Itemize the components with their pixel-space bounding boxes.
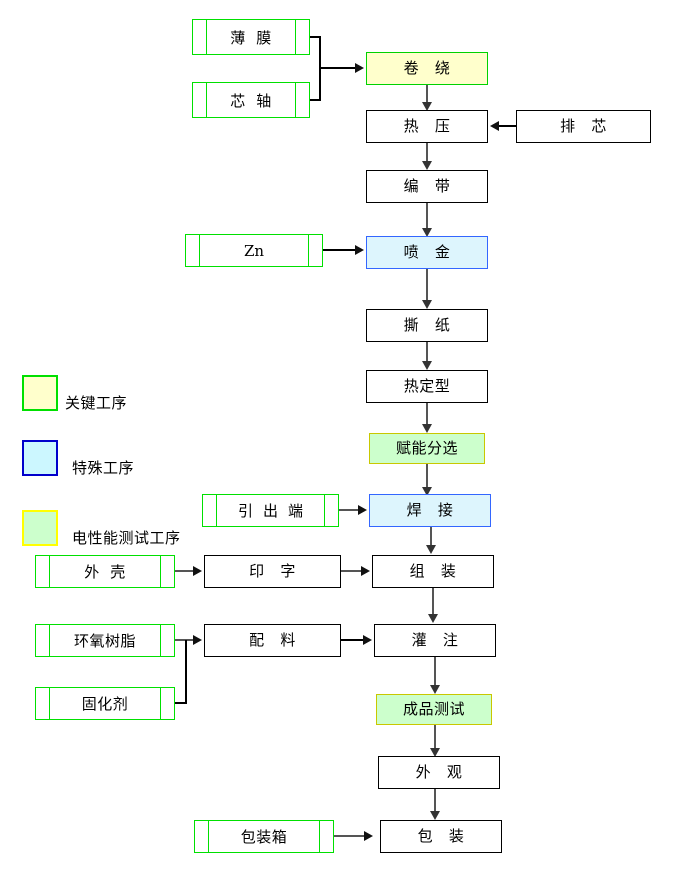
arrowhead-energizesort xyxy=(422,424,432,433)
material-box-epoxy-resin[interactable]: 环氧树脂 xyxy=(35,624,175,657)
process-box-tear-paper[interactable]: 撕 纸 xyxy=(366,309,488,342)
arrowhead-metalspray xyxy=(422,228,432,237)
connector-packingbox-to-packaging xyxy=(334,835,366,837)
process-label-energize-sort: 赋能分选 xyxy=(395,439,458,457)
arrowhead-finaltest xyxy=(430,685,440,694)
process-label-heat-setting: 热定型 xyxy=(403,377,451,395)
process-label-hot-press: 热 压 xyxy=(403,117,451,135)
material-label-hardener: 固化剂 xyxy=(81,695,129,713)
process-box-sorting-core[interactable]: 排 芯 xyxy=(516,110,651,143)
material-box-lead-terminal[interactable]: 引出端 xyxy=(202,494,339,527)
arrowhead-batching xyxy=(193,635,202,645)
connector-mandrel-horizontal xyxy=(310,99,321,101)
process-label-printing: 印 字 xyxy=(249,562,296,580)
process-label-batching: 配 料 xyxy=(249,631,296,649)
connector-film-horizontal xyxy=(310,36,321,38)
legend-swatch-special-process xyxy=(22,440,58,476)
connector-energizesort-to-welding xyxy=(426,464,428,489)
process-label-assembly: 组 装 xyxy=(409,562,457,580)
arrowhead-assembly xyxy=(426,545,436,554)
process-box-appearance[interactable]: 外 观 xyxy=(378,756,500,789)
arrowhead-welding-left xyxy=(358,505,367,515)
process-label-metal-spray: 喷 金 xyxy=(403,243,451,261)
arrowhead-metalspray-left xyxy=(355,245,364,255)
process-label-taping: 编 带 xyxy=(403,177,451,195)
arrowhead-appearance xyxy=(430,748,440,757)
material-box-film[interactable]: 薄 膜 xyxy=(192,19,310,55)
process-box-winding[interactable]: 卷 绕 xyxy=(366,52,488,85)
material-label-shell: 外 壳 xyxy=(84,563,126,581)
process-box-energize-sort[interactable]: 赋能分选 xyxy=(369,433,485,464)
process-box-potting[interactable]: 灌 注 xyxy=(374,624,496,657)
process-label-welding: 焊 接 xyxy=(406,501,454,519)
process-label-potting: 灌 注 xyxy=(411,631,459,649)
arrowhead-printing xyxy=(193,566,202,576)
material-label-mandrel: 芯 轴 xyxy=(230,91,272,110)
material-box-zinc[interactable]: Zn xyxy=(185,234,323,267)
arrowhead-assembly-left xyxy=(361,566,370,576)
process-box-final-test[interactable]: 成品测试 xyxy=(376,694,492,725)
material-label-film: 薄 膜 xyxy=(230,28,272,47)
arrowhead-potting-left xyxy=(363,635,372,645)
process-box-taping[interactable]: 编 带 xyxy=(366,170,488,203)
material-label-lead-terminal: 引出端 xyxy=(237,502,313,520)
process-label-winding: 卷 绕 xyxy=(403,59,451,77)
process-box-packaging[interactable]: 包 装 xyxy=(380,820,502,853)
arrowhead-heatsetting xyxy=(422,361,432,370)
material-box-mandrel[interactable]: 芯 轴 xyxy=(192,82,310,118)
process-label-final-test: 成品测试 xyxy=(402,700,465,718)
legend-label-etest-process: 电性能测试工序 xyxy=(72,529,181,547)
material-label-packing-box: 包装箱 xyxy=(240,828,288,846)
arrowhead-to-winding xyxy=(355,63,364,73)
material-box-packing-box[interactable]: 包装箱 xyxy=(194,820,334,853)
legend-swatch-etest-process xyxy=(22,510,58,546)
connector-hotpress-to-taping xyxy=(426,143,428,163)
connector-hardener-vertical xyxy=(185,640,187,704)
process-label-appearance: 外 观 xyxy=(415,763,463,781)
connector-potting-to-finaltest xyxy=(434,657,436,687)
connector-tearpaper-to-heatsetting xyxy=(426,342,428,363)
process-label-sorting-core: 排 芯 xyxy=(560,117,607,135)
legend-swatch-key-process xyxy=(22,375,58,411)
process-box-heat-setting[interactable]: 热定型 xyxy=(366,370,488,403)
connector-sortingcore-to-hotpress xyxy=(499,125,517,127)
connector-leadterminal-to-welding xyxy=(339,509,362,511)
arrowhead-potting xyxy=(428,614,438,623)
connector-shell-to-printing xyxy=(175,570,196,572)
arrowhead-packaging-left xyxy=(364,831,373,841)
process-box-batching[interactable]: 配 料 xyxy=(204,624,341,657)
arrowhead-hotpress-left xyxy=(490,121,499,131)
process-label-packaging: 包 装 xyxy=(417,827,465,845)
material-label-epoxy-resin: 环氧树脂 xyxy=(73,632,136,650)
arrowhead-tearpaper xyxy=(422,300,432,309)
connector-assembly-to-potting xyxy=(432,588,434,616)
process-box-metal-spray[interactable]: 喷 金 xyxy=(366,236,488,269)
connector-hardener-horizontal xyxy=(175,702,187,704)
arrowhead-taping xyxy=(422,161,432,170)
connector-finaltest-to-appearance xyxy=(434,725,436,750)
connector-appearance-to-packaging xyxy=(434,789,436,813)
connector-heatsetting-to-energizesort xyxy=(426,403,428,427)
connector-printing-to-assembly xyxy=(341,570,364,572)
material-box-hardener[interactable]: 固化剂 xyxy=(35,687,175,720)
connector-batching-to-potting xyxy=(341,639,365,641)
arrowhead-hotpress xyxy=(422,102,432,111)
connector-winding-to-hotpress xyxy=(426,85,428,104)
process-box-printing[interactable]: 印 字 xyxy=(204,555,341,588)
process-label-tear-paper: 撕 纸 xyxy=(403,316,451,334)
connector-bracket-to-winding xyxy=(319,67,355,69)
connector-zinc-to-metalspray xyxy=(323,249,355,251)
legend-label-key-process: 关键工序 xyxy=(65,394,128,412)
process-box-assembly[interactable]: 组 装 xyxy=(372,555,494,588)
process-box-welding[interactable]: 焊 接 xyxy=(369,494,491,527)
connector-welding-to-assembly xyxy=(430,527,432,547)
connector-taping-to-metalspray xyxy=(426,203,428,230)
legend-label-special-process: 特殊工序 xyxy=(72,459,135,477)
connector-metalspray-to-tearpaper xyxy=(426,269,428,302)
arrowhead-packaging xyxy=(430,811,440,820)
material-box-shell[interactable]: 外 壳 xyxy=(35,555,175,588)
process-box-hot-press[interactable]: 热 压 xyxy=(366,110,488,143)
arrowhead-welding xyxy=(422,487,432,496)
material-label-zinc: Zn xyxy=(243,241,265,260)
